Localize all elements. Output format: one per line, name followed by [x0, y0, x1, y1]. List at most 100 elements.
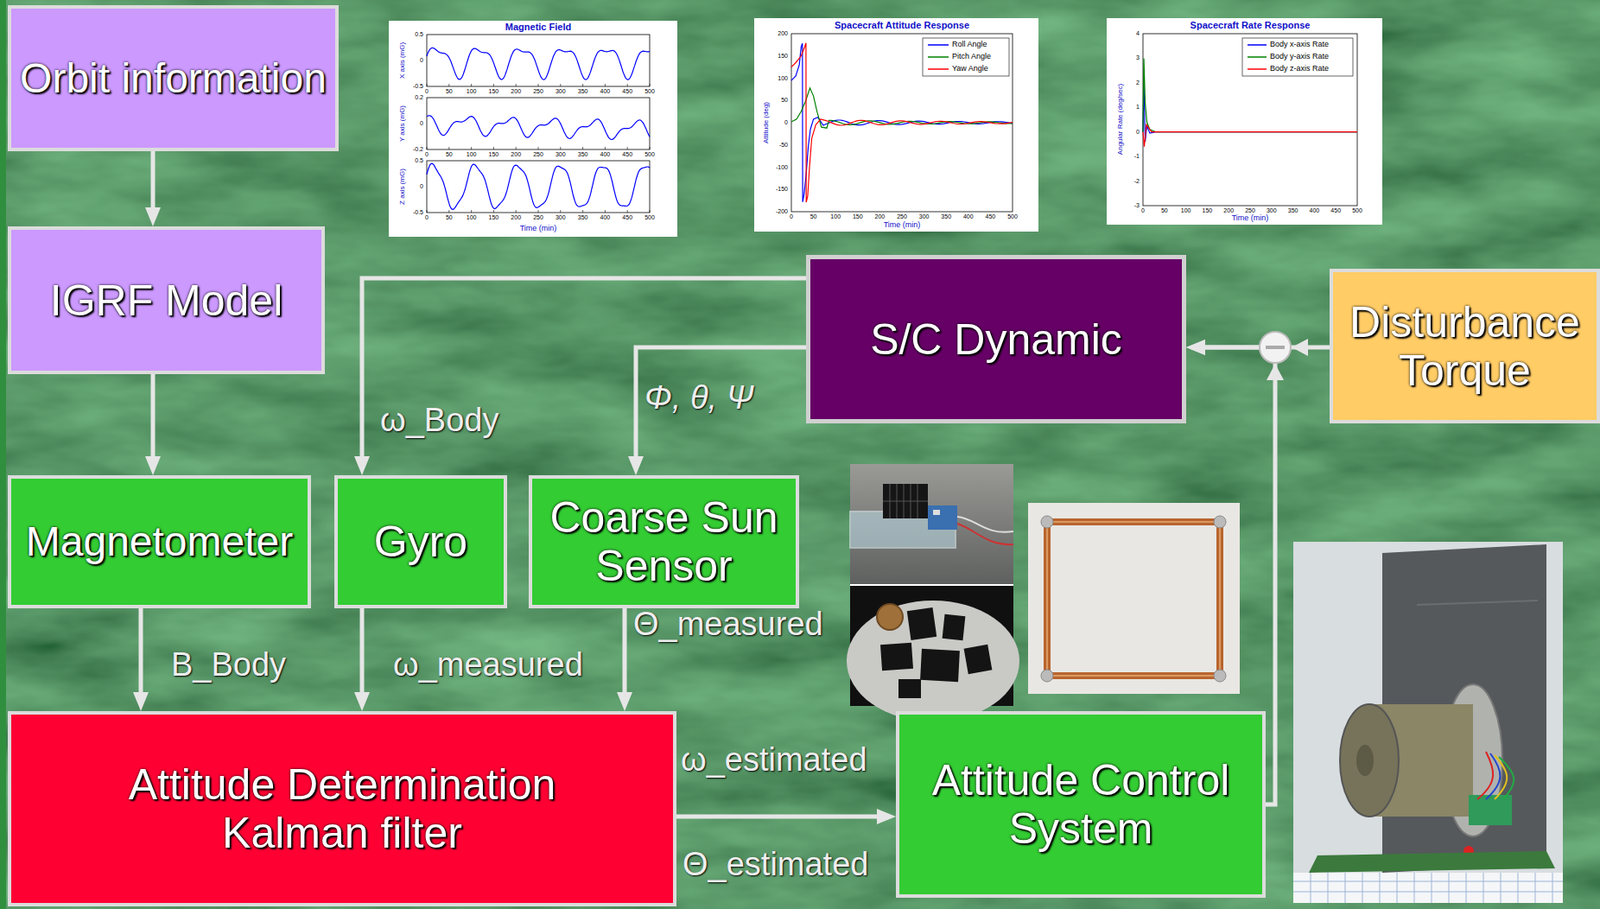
tick-label: 200 [875, 213, 886, 221]
connector-arrow [635, 347, 807, 465]
tick-mark [538, 146, 540, 150]
legend-sample [1247, 68, 1267, 70]
tick-label: 200 [777, 30, 788, 38]
connector-arrow [139, 608, 144, 701]
tick-label: 50 [810, 213, 818, 221]
field-curve [426, 163, 650, 210]
tick-label: 150 [488, 88, 500, 96]
legend-box [1242, 38, 1353, 77]
tick-label: 0 [425, 88, 429, 96]
tick-label: 200 [510, 88, 521, 96]
signal-label: ω_Body [380, 402, 499, 439]
tick-label: 450 [622, 151, 633, 159]
tick-label: -0.5 [412, 82, 424, 90]
signal-label: Θ_measured [633, 606, 824, 643]
node-label: S/C Dynamic [869, 315, 1123, 364]
tick-label: 100 [777, 75, 788, 83]
tick-label: 400 [963, 213, 974, 221]
tick-mark [604, 146, 606, 150]
reaction-wheel-photo [1293, 541, 1563, 903]
tick-label: 100 [466, 151, 477, 159]
disturbance-box: Disturbance Torque [1329, 268, 1600, 424]
connector-arrow [360, 608, 365, 701]
tick-label: 150 [488, 151, 500, 159]
axis-label: Time (min) [520, 224, 558, 234]
tick-label: 400 [1309, 207, 1321, 215]
attitude-curve [791, 43, 1013, 203]
tick-mark [559, 209, 561, 213]
tick-label: 500 [644, 151, 655, 159]
field-curve [426, 47, 650, 80]
filter-box: Attitude Determination Kalman filter [7, 711, 677, 907]
tick-label: -200 [775, 208, 788, 216]
tick-mark [448, 146, 450, 150]
tick-label: 500 [644, 214, 655, 222]
tick-label: 300 [1266, 207, 1277, 215]
tick-label: 0 [1136, 128, 1140, 136]
model-box: IGRF Model [7, 226, 325, 375]
tick-mark [470, 83, 472, 87]
tick-label: 50 [780, 96, 788, 104]
node-label: Gyro [374, 517, 468, 566]
node-label: Coarse Sun Sensor [540, 493, 788, 591]
axis-label: Attitude (deg) [762, 101, 771, 144]
tick-label: 50 [445, 151, 453, 159]
tick-label: 500 [644, 88, 655, 96]
tick-label: -0.2 [412, 146, 424, 153]
axes-frame [1142, 33, 1358, 206]
tick-label: 150 [852, 213, 864, 221]
source-box: Orbit information [7, 5, 339, 152]
tick-label: 450 [1330, 207, 1341, 215]
field-curve [426, 115, 650, 140]
tick-label: 0.5 [414, 157, 424, 165]
edge-strip [0, 0, 7, 909]
legend-sample [1247, 44, 1267, 46]
junction-arrowhead [1266, 363, 1284, 381]
tick-mark [559, 146, 561, 150]
signal-label: ω_estimated [680, 742, 868, 779]
tick-label: 350 [577, 88, 589, 96]
legend-sample [927, 44, 949, 46]
tick-mark [627, 146, 629, 150]
tick-label: 50 [1161, 207, 1169, 215]
tick-label: 0.5 [414, 31, 424, 39]
sensor-box: Gyro [334, 475, 508, 609]
tick-label: 150 [777, 52, 788, 60]
legend-box [922, 38, 1010, 77]
axes-frame [426, 97, 650, 150]
axis-label: Angular Rate (deg/sec) [1117, 83, 1125, 155]
signal-label: Φ, θ, Ψ [644, 380, 754, 417]
connector-arrow [676, 814, 886, 820]
tick-label: 100 [466, 214, 477, 222]
tick-mark [649, 83, 651, 87]
tick-label: 150 [1202, 207, 1213, 215]
tick-label: 0 [784, 119, 788, 127]
tick-mark [448, 83, 450, 87]
plot-title: Spacecraft Attitude Response [834, 19, 970, 31]
axis-label: Z axis (mG) [399, 168, 407, 205]
tick-label: 300 [555, 88, 566, 96]
tick-mark [582, 209, 584, 213]
dynamics-box: S/C Dynamic [806, 254, 1187, 424]
attitude-curve [791, 43, 1013, 202]
tick-mark [470, 209, 472, 213]
axes-frame [426, 160, 650, 213]
tick-label: 150 [488, 214, 500, 222]
node-label: Disturbance Torque [1341, 298, 1588, 395]
tick-label: 200 [510, 214, 521, 222]
tick-label: 1 [1136, 103, 1140, 111]
sensor-box: Coarse Sun Sensor [528, 475, 800, 609]
tick-mark [582, 83, 584, 87]
rate-curve [1142, 57, 1358, 132]
node-label: IGRF Model [50, 276, 284, 325]
tick-label: 400 [600, 88, 611, 96]
tick-label: 250 [533, 214, 544, 222]
signal-label: Θ_estimated [682, 846, 869, 883]
signal-label: B_Body [171, 647, 286, 684]
tick-mark [470, 146, 472, 150]
tick-label: 300 [919, 213, 930, 221]
tick-label: 0 [425, 151, 429, 159]
tick-label: -3 [1134, 202, 1140, 210]
tick-label: 450 [622, 88, 633, 96]
controller-box: Attitude Control System [895, 711, 1266, 898]
